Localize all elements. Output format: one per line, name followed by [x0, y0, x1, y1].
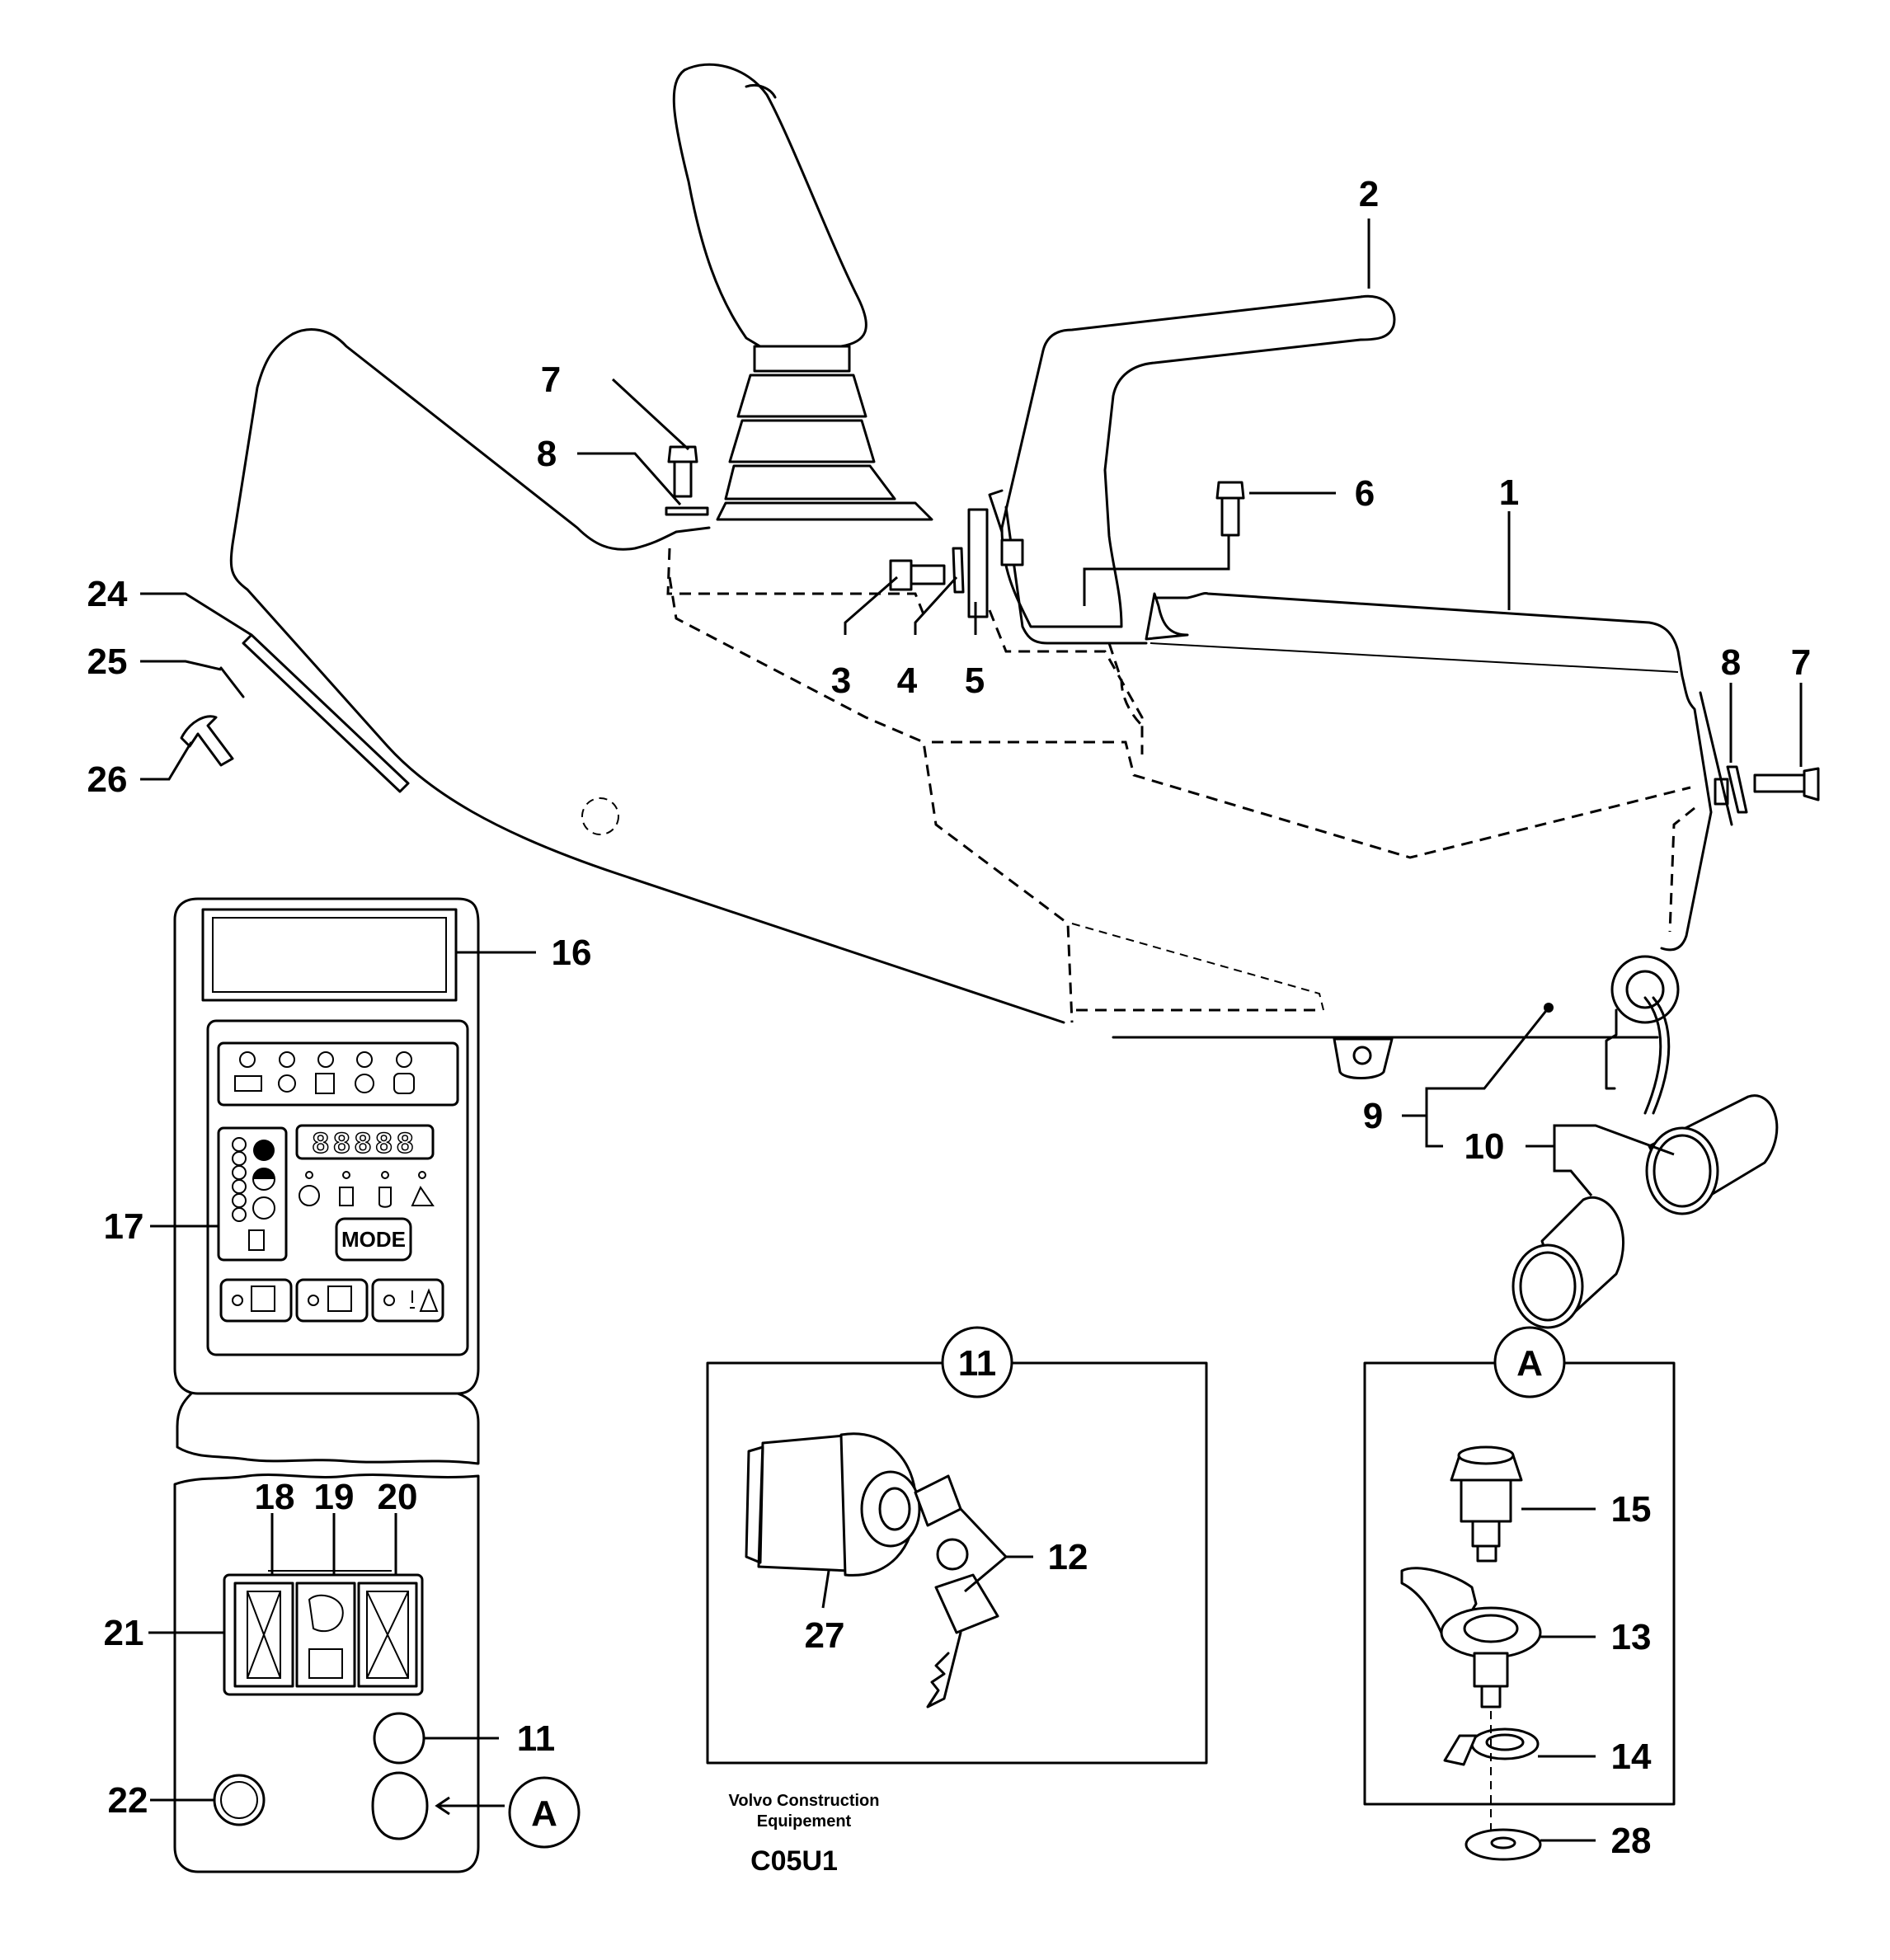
detail-11-box [706, 1361, 1208, 1765]
instrument-panel: 88888 MODE [173, 897, 480, 1873]
callout-16: 16 [552, 933, 592, 973]
callout-12: 12 [1048, 1537, 1088, 1577]
ignition-switch-button[interactable] [373, 1712, 425, 1765]
fuel-pump-icon [248, 1229, 265, 1251]
fuel-level-lamps [232, 1137, 275, 1222]
socket-a-marker: A [531, 1793, 557, 1834]
callout-19: 19 [314, 1477, 355, 1517]
callout-24: 24 [87, 574, 128, 614]
callout-25: 25 [87, 642, 128, 682]
attachment-icon [411, 1185, 435, 1206]
callout-6: 6 [1355, 473, 1375, 514]
clock-icon [299, 1185, 320, 1206]
callout-14: 14 [1611, 1737, 1652, 1777]
callout-18: 18 [255, 1477, 295, 1517]
mode-icons [299, 1171, 435, 1208]
callout-22: 22 [108, 1780, 148, 1821]
callout-1: 1 [1499, 472, 1519, 513]
diagram-code: C05U1 [750, 1845, 838, 1877]
hydraulic-icon [393, 1073, 415, 1094]
callout-7-right: 7 [1791, 642, 1811, 683]
coolant-temp-icon [315, 1073, 335, 1094]
callout-21: 21 [104, 1613, 144, 1653]
leader-lines [140, 219, 1803, 1842]
callout-20: 20 [378, 1477, 418, 1517]
oil-pressure-icon [278, 1074, 296, 1093]
air-filter-icon [355, 1074, 374, 1093]
battery-icon [234, 1075, 262, 1092]
mode-button-label: MODE [341, 1227, 406, 1252]
callout-11: 11 [517, 1718, 556, 1759]
fasteners [180, 445, 1820, 1329]
callout-labels: 2 1 7 8 6 3 4 5 8 7 24 25 26 16 17 9 10 … [87, 174, 1812, 1861]
hydraulic-temp-warning-button[interactable] [219, 1278, 293, 1323]
detail-a-box [1363, 1361, 1676, 1861]
caption-line-1: Volvo Construction [729, 1792, 880, 1810]
callout-3: 3 [831, 660, 851, 701]
callout-13: 13 [1611, 1617, 1652, 1657]
console-housing [229, 328, 1733, 1115]
operator-warning-button[interactable] [371, 1278, 444, 1323]
callout-4: 4 [897, 660, 918, 701]
mode-button[interactable] [335, 1217, 412, 1262]
callout-8-top: 8 [537, 434, 557, 474]
lever-handle [1000, 294, 1396, 628]
callout-9: 9 [1363, 1096, 1383, 1136]
joystick [672, 63, 933, 521]
detail-11-marker: 11 [958, 1343, 997, 1384]
callout-10: 10 [1465, 1126, 1505, 1167]
detail-a-marker: A [1516, 1343, 1543, 1384]
detail-markers: 11 A A [508, 1326, 1566, 1849]
caption: Volvo Construction Equipement C05U1 [729, 1792, 880, 1877]
callout-8-right: 8 [1721, 642, 1741, 683]
hydraulic-level-warning-button[interactable] [295, 1278, 369, 1323]
callout-27: 27 [805, 1615, 845, 1656]
warning-icons [234, 1073, 415, 1094]
callout-28: 28 [1611, 1821, 1652, 1861]
callout-17: 17 [104, 1206, 144, 1247]
callout-15: 15 [1611, 1489, 1652, 1530]
callout-2: 2 [1359, 174, 1379, 214]
callout-7-top: 7 [541, 360, 561, 400]
callout-5: 5 [965, 660, 985, 701]
hydraulic-temp-icon [378, 1187, 392, 1208]
hour-meter-icon [339, 1187, 354, 1206]
accessory-socket-button[interactable] [371, 1771, 429, 1840]
digital-display: 88888 [312, 1128, 417, 1162]
warning-lamps [239, 1051, 412, 1068]
callout-26: 26 [87, 759, 128, 800]
caption-line-2: Equipement [757, 1812, 852, 1831]
